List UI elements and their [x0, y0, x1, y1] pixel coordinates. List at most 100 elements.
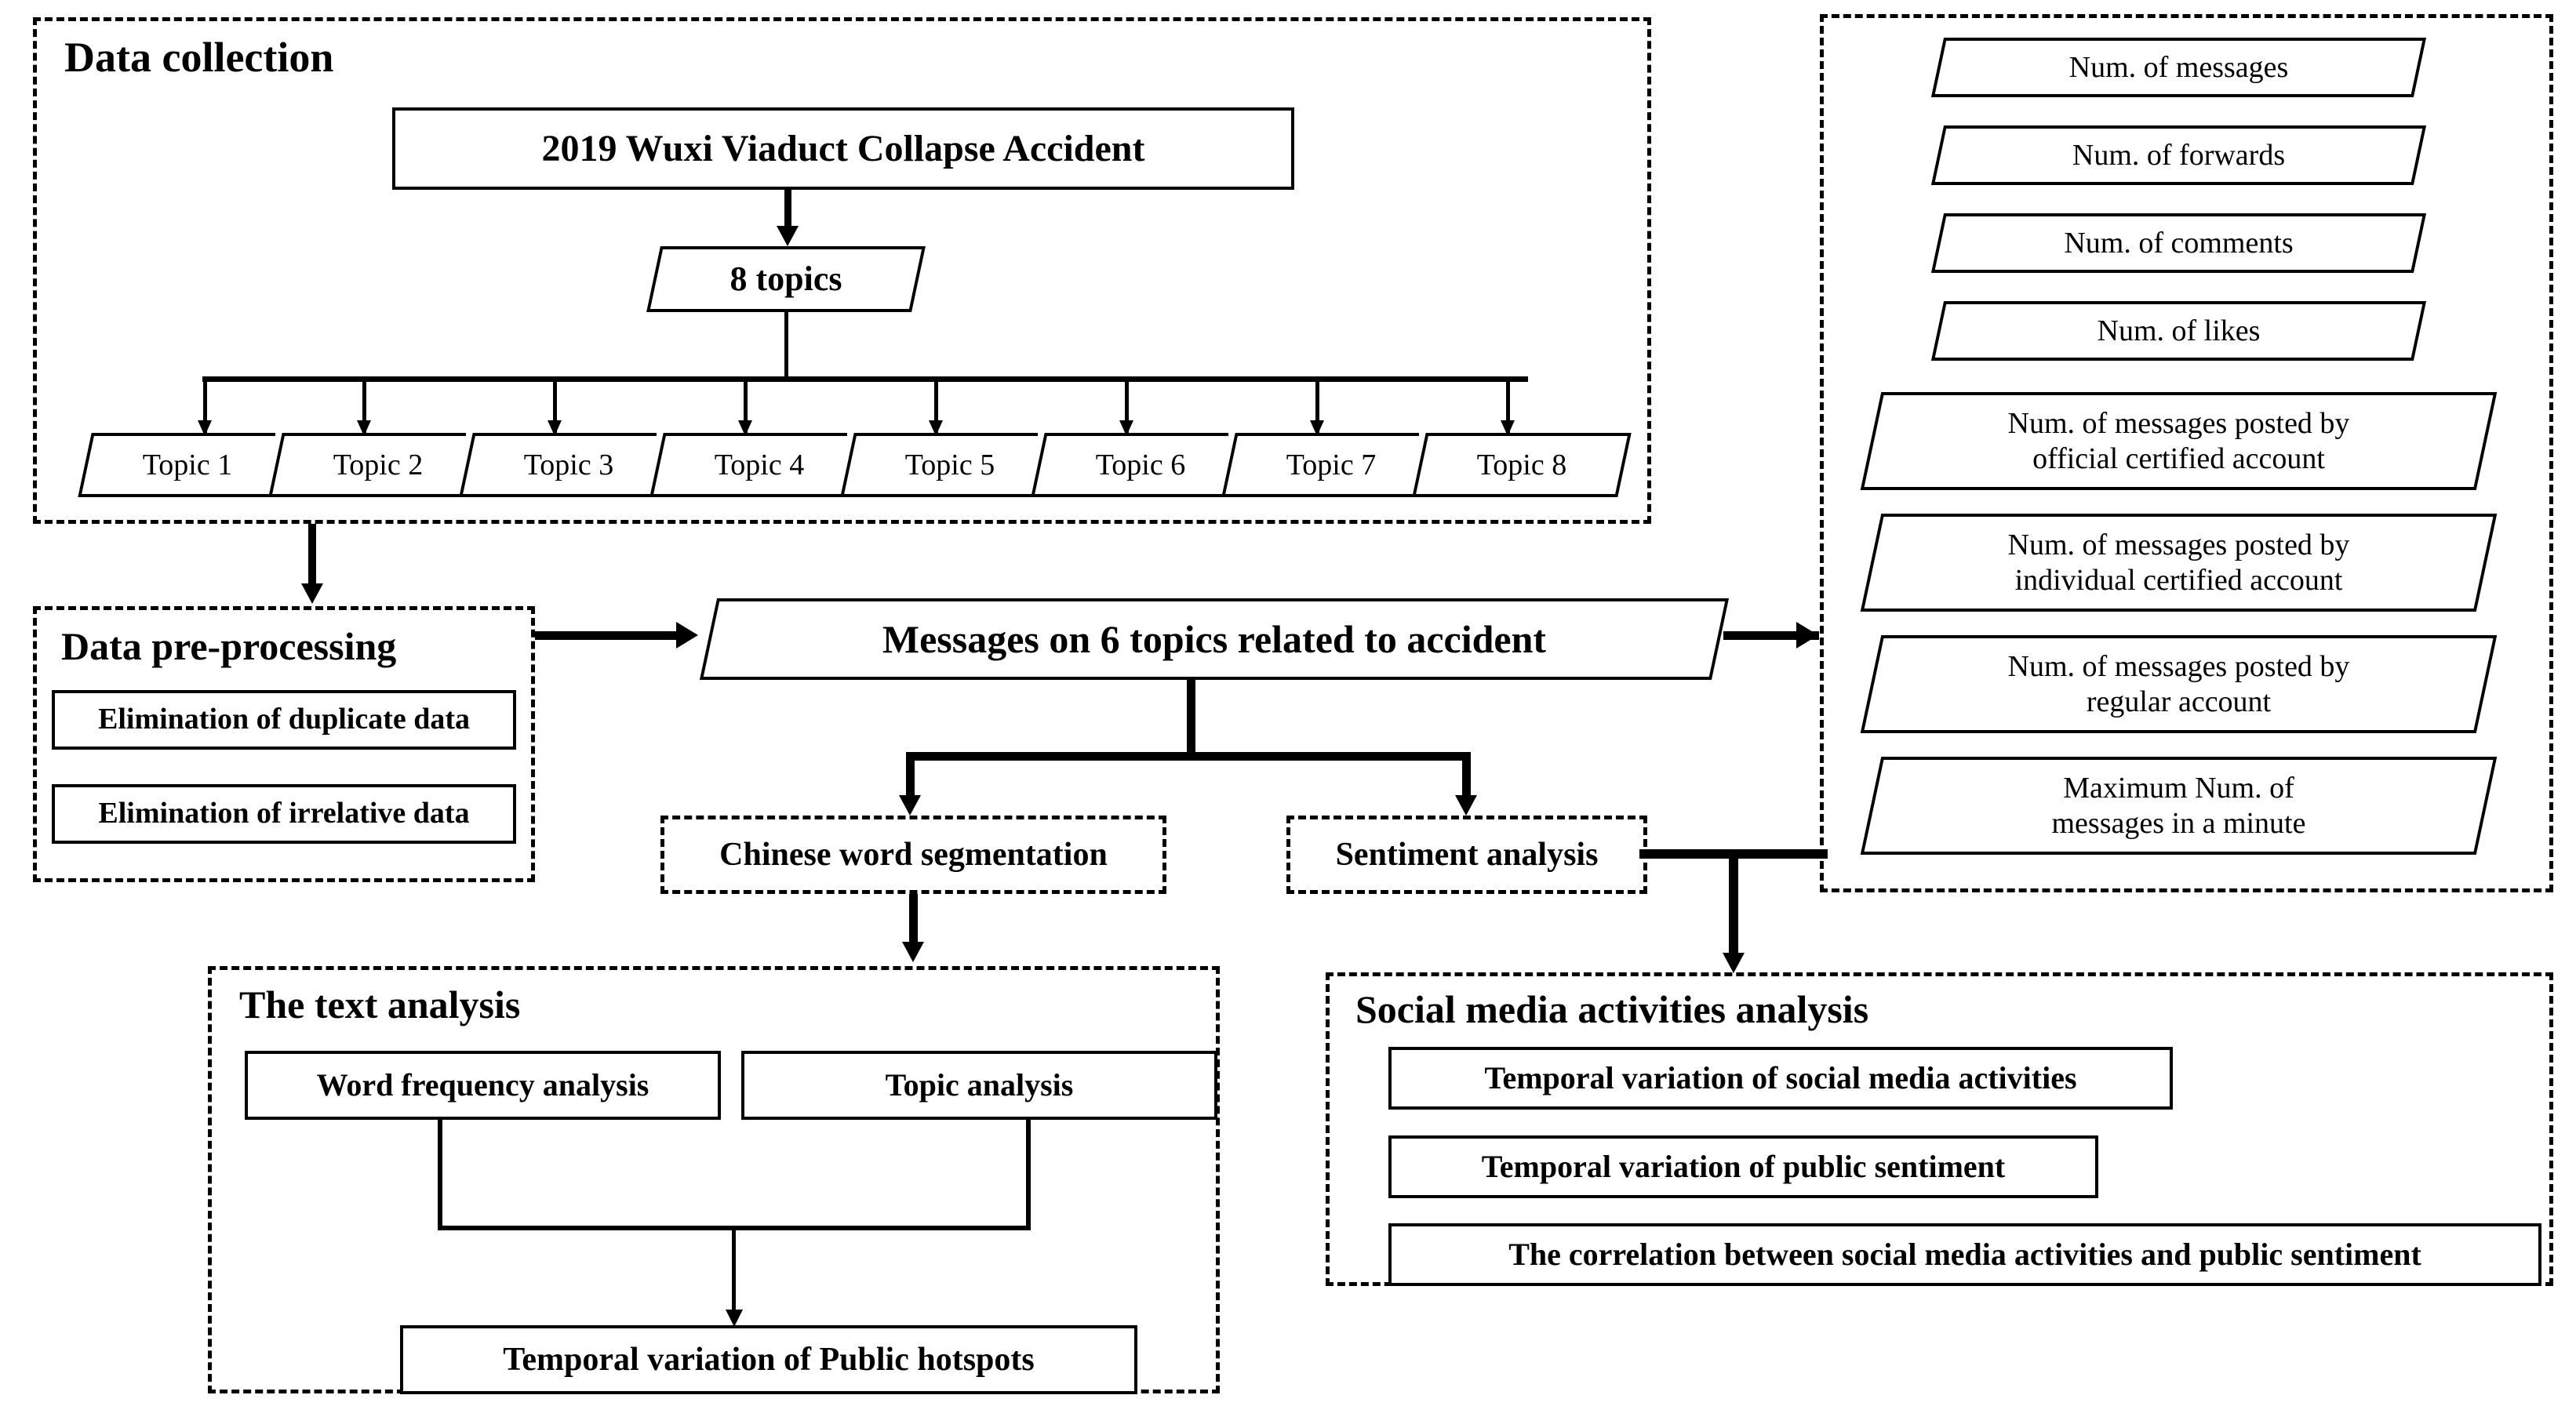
preprocessing-step-2-label: Elimination of irrelative data	[98, 797, 470, 830]
metric-7-line-2: regular account	[2086, 685, 2272, 718]
topic-node-1: Topic 1	[78, 433, 297, 497]
text-analysis-method-1-label: Word frequency analysis	[316, 1067, 649, 1103]
source-event-box: 2019 Wuxi Viaduct Collapse Accident	[392, 107, 1294, 190]
group-metrics-panel	[1820, 14, 2553, 892]
group-data-collection	[33, 17, 1651, 524]
connector-messages-to-metrics	[1723, 631, 1819, 640]
arrow-topic-6-head	[1119, 420, 1133, 436]
arrow-collection-to-preprocessing-head	[301, 583, 323, 604]
topic-4-label: Topic 4	[714, 448, 805, 481]
chinese-word-segmentation-box: Chinese word segmentation	[660, 816, 1166, 894]
connector-topic-2	[362, 376, 366, 433]
metric-5-label: Num. of messages posted by official cert…	[2000, 406, 2358, 477]
topic-7-label: Topic 7	[1286, 448, 1377, 481]
arrow-segmentation-to-text-analysis-head	[902, 942, 924, 962]
social-media-item-2: Temporal variation of public sentiment	[1388, 1135, 2098, 1198]
topic-node-8: Topic 8	[1412, 433, 1632, 497]
metric-5-line-2: official certified account	[2032, 441, 2325, 475]
topic-node-4: Topic 4	[649, 433, 869, 497]
arrow-topic-8-head	[1501, 420, 1515, 436]
text-analysis-output-label: Temporal variation of Public hotspots	[503, 1341, 1035, 1378]
connector-messages-split-bus	[906, 752, 1471, 761]
metric-2-label: Num. of forwards	[2072, 138, 2286, 172]
topic-5-label: Topic 5	[904, 448, 995, 481]
arrow-sentiment-to-social-media-head	[1723, 953, 1745, 973]
connector-merge-to-output	[732, 1226, 736, 1320]
metric-6-label: Num. of messages posted by individual ce…	[2000, 528, 2358, 598]
arrow-topic-2-head	[357, 420, 371, 436]
connector-source-to-topics	[784, 190, 791, 231]
sentiment-analysis-label: Sentiment analysis	[1335, 837, 1599, 873]
chinese-word-segmentation-label: Chinese word segmentation	[719, 837, 1108, 873]
preprocessing-step-1-label: Elimination of duplicate data	[98, 703, 470, 736]
metric-node-2: Num. of forwards	[1930, 125, 2427, 185]
preprocessing-step-1: Elimination of duplicate data	[52, 690, 516, 750]
metric-node-1: Num. of messages	[1930, 38, 2427, 97]
metric-3-label: Num. of comments	[2064, 226, 2294, 260]
metric-node-4: Num. of likes	[1930, 301, 2427, 361]
connector-topics-bus	[202, 376, 1528, 382]
topics-count-node: 8 topics	[646, 246, 926, 312]
arrow-topic-5-head	[929, 420, 943, 436]
arrow-to-sentiment-head	[1455, 795, 1477, 816]
social-media-item-1: Temporal variation of social media activ…	[1388, 1047, 2173, 1110]
text-analysis-method-2: Topic analysis	[741, 1051, 1217, 1120]
metric-node-3: Num. of comments	[1930, 213, 2427, 273]
connector-sentiment-to-social-media	[1729, 849, 1738, 959]
source-event-label: 2019 Wuxi Viaduct Collapse Accident	[541, 127, 1145, 169]
topics-count-label: 8 topics	[730, 260, 842, 299]
connector-method-2-down	[1026, 1120, 1031, 1230]
metric-8-line-2: messages in a minute	[2051, 806, 2306, 840]
metric-8-label: Maximum Num. of messages in a minute	[2044, 771, 2314, 841]
topic-node-2: Topic 2	[268, 433, 488, 497]
topic-node-5: Topic 5	[840, 433, 1060, 497]
arrow-topic-7-head	[1310, 420, 1324, 436]
connector-to-sentiment	[1462, 752, 1471, 801]
metric-6-line-2: individual certified account	[2014, 563, 2343, 597]
group-data-preprocessing	[33, 606, 535, 882]
connector-topic-5	[934, 376, 938, 433]
metric-4-label: Num. of likes	[2097, 314, 2261, 347]
group-title-text-analysis: The text analysis	[239, 983, 521, 1026]
group-title-data-collection: Data collection	[64, 34, 334, 81]
metric-5-line-1: Num. of messages posted by	[2007, 406, 2350, 440]
topic-6-label: Topic 6	[1095, 448, 1186, 481]
messages-node-label: Messages on 6 topics related to accident	[882, 616, 1547, 661]
metric-8-line-1: Maximum Num. of	[2063, 771, 2294, 805]
preprocessing-step-2: Elimination of irrelative data	[52, 784, 516, 844]
arrow-topic-3-head	[548, 420, 562, 436]
connector-segmentation-to-text-analysis	[909, 894, 918, 947]
topic-2-label: Topic 2	[333, 448, 424, 481]
group-title-social-media-analysis: Social media activities analysis	[1355, 987, 1869, 1031]
topic-node-6: Topic 6	[1031, 433, 1250, 497]
metric-node-6: Num. of messages posted by individual ce…	[1860, 514, 2498, 612]
connector-topic-6	[1125, 376, 1129, 433]
sentiment-analysis-box: Sentiment analysis	[1286, 816, 1647, 894]
metric-1-label: Num. of messages	[2068, 50, 2289, 84]
metric-7-line-1: Num. of messages posted by	[2007, 649, 2350, 683]
metric-node-7: Num. of messages posted by regular accou…	[1860, 635, 2498, 733]
messages-node: Messages on 6 topics related to accident	[699, 598, 1730, 680]
text-analysis-output: Temporal variation of Public hotspots	[400, 1325, 1137, 1394]
metric-7-label: Num. of messages posted by regular accou…	[2000, 649, 2358, 720]
arrow-to-segmentation-head	[899, 795, 921, 816]
connector-topics-stem	[784, 312, 788, 380]
metric-node-5: Num. of messages posted by official cert…	[1860, 392, 2498, 490]
topic-node-7: Topic 7	[1221, 433, 1441, 497]
topic-8-label: Topic 8	[1476, 448, 1567, 481]
connector-topic-4	[744, 376, 748, 433]
connector-collection-to-preprocessing	[308, 524, 316, 588]
connector-topic-1	[203, 376, 207, 433]
topic-3-label: Topic 3	[523, 448, 614, 481]
connector-topic-3	[553, 376, 557, 433]
metric-node-8: Maximum Num. of messages in a minute	[1860, 757, 2498, 855]
social-media-item-1-label: Temporal variation of social media activ…	[1484, 1060, 2077, 1095]
topic-1-label: Topic 1	[142, 448, 233, 481]
group-title-data-preprocessing: Data pre-processing	[61, 624, 397, 668]
connector-to-segmentation	[906, 752, 915, 801]
connector-topic-7	[1315, 376, 1319, 433]
arrow-topic-4-head	[738, 420, 752, 436]
arrow-topic-1-head	[198, 420, 212, 436]
text-analysis-method-1: Word frequency analysis	[245, 1051, 721, 1120]
